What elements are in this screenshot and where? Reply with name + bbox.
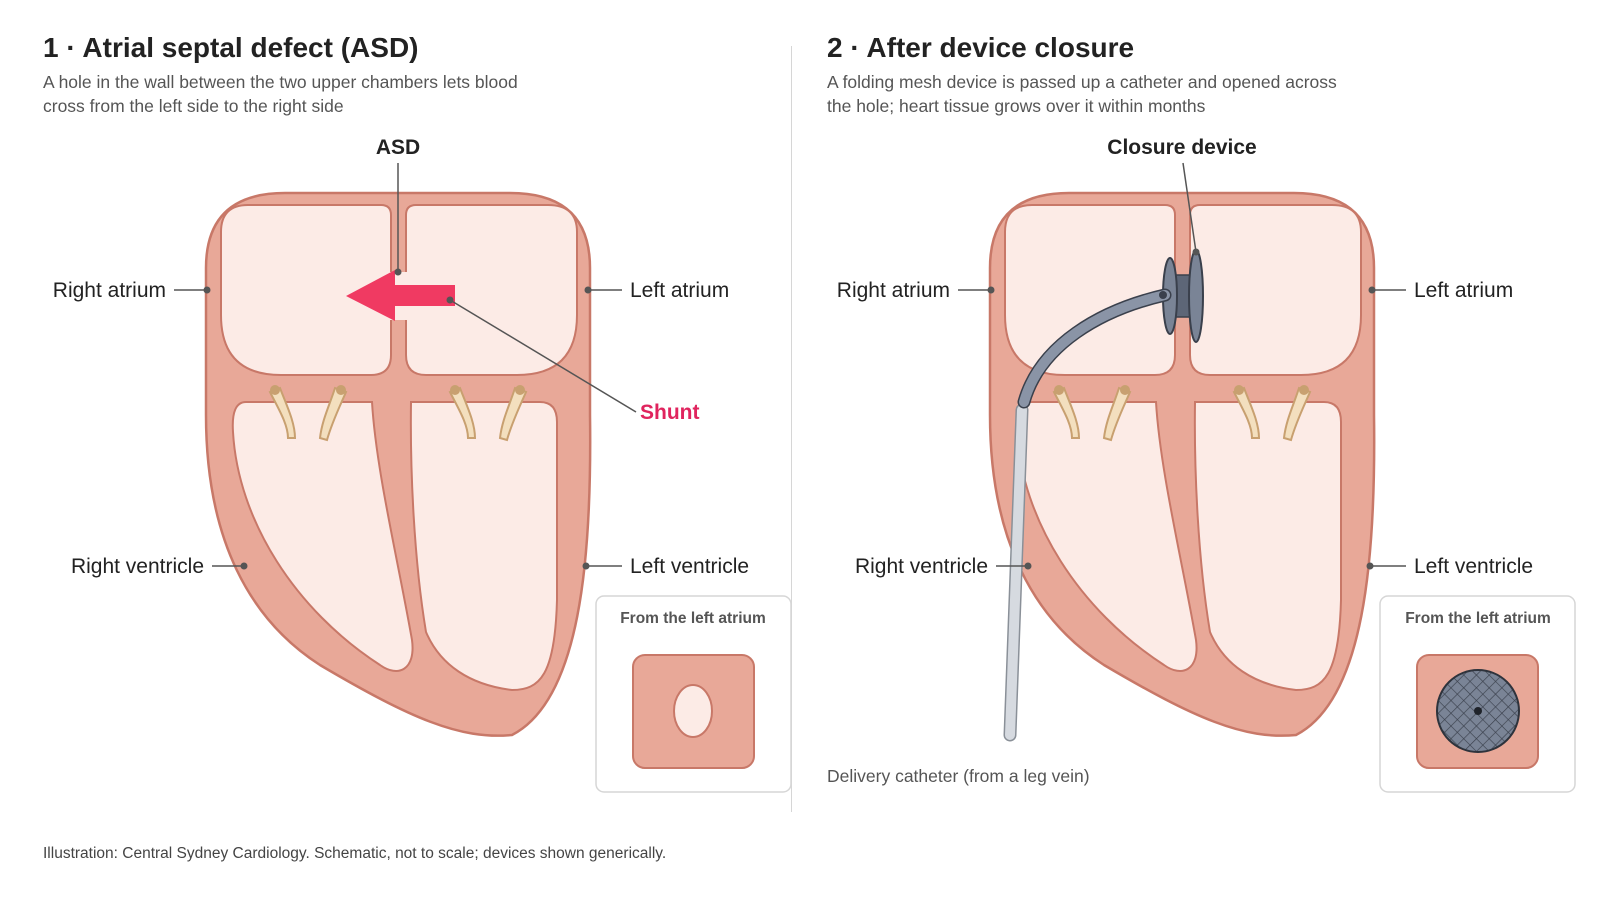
inset-hole [673, 684, 713, 738]
panel2-subtitle: A folding mesh device is passed up a cat… [827, 72, 1337, 116]
p2-inset-title: From the left atrium [1405, 610, 1551, 627]
asd-label: ASD [376, 136, 420, 159]
p1-left-ventricle-label: Left ventricle [630, 555, 749, 578]
panel1-title: 1 · Atrial septal defect (ASD) [43, 32, 419, 63]
catheter-label: Delivery catheter (from a leg vein) [827, 766, 1090, 786]
panel1-leaders [174, 163, 637, 567]
p1-right-ventricle-label: Right ventricle [71, 555, 204, 578]
panel1-heart [204, 191, 592, 737]
p2-left-ventricle-label: Left ventricle [1414, 555, 1533, 578]
shunt-arrow [346, 270, 455, 321]
panel1-inset: From the left atrium [595, 595, 792, 793]
shunt-label: Shunt [640, 401, 699, 424]
closure-device-label: Closure device [1107, 136, 1256, 159]
p2-right-ventricle-label: Right ventricle [855, 555, 988, 578]
panel-divider [791, 46, 792, 812]
p1-right-atrium-label: Right atrium [53, 279, 166, 302]
p1-inset-title: From the left atrium [620, 610, 766, 627]
panel1-subtitle: A hole in the wall between the two upper… [43, 72, 518, 116]
p2-left-atrium-label: Left atrium [1414, 279, 1513, 302]
panel2-title: 2 · After device closure [827, 32, 1135, 63]
delivery-catheter [1003, 288, 1172, 742]
panel2-heart [988, 191, 1376, 737]
panel2-leaders [958, 162, 1406, 567]
p2-right-atrium-label: Right atrium [837, 279, 950, 302]
credit: Illustration: Central Sydney Cardiology.… [43, 845, 667, 862]
p1-left-atrium-label: Left atrium [630, 279, 729, 302]
panel2-inset: From the left atrium [1379, 595, 1576, 793]
